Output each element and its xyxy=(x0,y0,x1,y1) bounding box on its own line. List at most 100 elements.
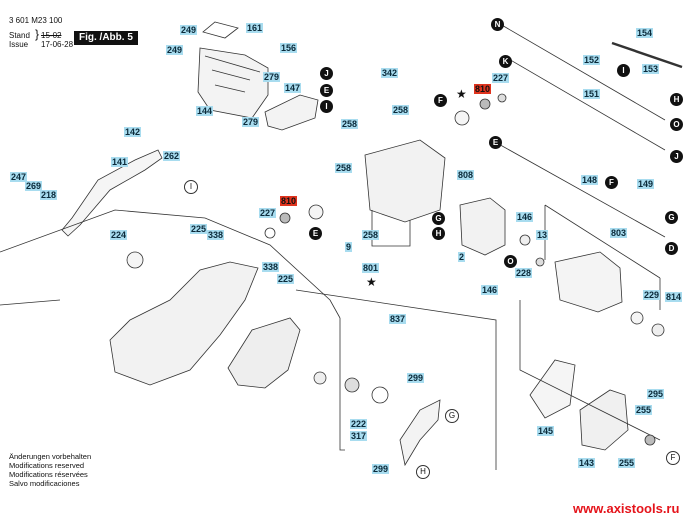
part-label-247[interactable]: 247 xyxy=(10,172,28,182)
part-label-222[interactable]: 222 xyxy=(350,419,368,429)
brace: } xyxy=(35,27,40,41)
ref-marker-i: I xyxy=(617,64,630,77)
part-label-258[interactable]: 258 xyxy=(392,105,410,115)
ref-marker-e: E xyxy=(309,227,322,240)
ref-marker-e: E xyxy=(320,84,333,97)
issue-label: Issue xyxy=(9,40,29,49)
bracket-part xyxy=(399,399,441,467)
part-label-147[interactable]: 147 xyxy=(284,83,302,93)
ref-marker-g: G xyxy=(445,409,459,423)
stator-part xyxy=(459,197,506,256)
blade-guard-part xyxy=(109,261,259,386)
part-label-151[interactable]: 151 xyxy=(583,89,601,99)
armature-part xyxy=(554,251,623,313)
part-label-249[interactable]: 249 xyxy=(166,45,184,55)
ref-marker-f: F xyxy=(434,94,447,107)
gear-housing-part xyxy=(364,139,446,223)
part-label-258[interactable]: 258 xyxy=(341,119,359,129)
part-label-338[interactable]: 338 xyxy=(262,262,280,272)
part-label-144[interactable]: 144 xyxy=(196,106,214,116)
ref-marker-i: I xyxy=(320,100,333,113)
part-label-810[interactable]: 810 xyxy=(280,196,298,206)
part-label-148[interactable]: 148 xyxy=(581,175,599,185)
note-fr: Modifications réservées xyxy=(9,470,88,479)
part-label-227[interactable]: 227 xyxy=(492,73,510,83)
modification-notes: Änderungen vorbehalten Modifications res… xyxy=(9,452,91,488)
part-label-299[interactable]: 299 xyxy=(407,373,425,383)
part-label-279[interactable]: 279 xyxy=(263,72,281,82)
ref-marker-j: J xyxy=(670,150,683,163)
note-de: Änderungen vorbehalten xyxy=(9,452,92,461)
part-label-145[interactable]: 145 xyxy=(537,426,555,436)
ref-marker-e: E xyxy=(489,136,502,149)
handle-arm-part xyxy=(61,149,163,237)
part-label-262[interactable]: 262 xyxy=(163,151,181,161)
stand-label: Stand xyxy=(9,31,30,40)
part-label-156[interactable]: 156 xyxy=(280,43,298,53)
part-label-229[interactable]: 229 xyxy=(643,290,661,300)
part-label-258[interactable]: 258 xyxy=(362,230,380,240)
part-label-810[interactable]: 810 xyxy=(474,84,492,94)
part-label-803[interactable]: 803 xyxy=(610,228,628,238)
part-label-299[interactable]: 299 xyxy=(372,464,390,474)
ref-marker-h: H xyxy=(432,227,445,240)
motor-housing-part xyxy=(197,47,269,119)
part-label-146[interactable]: 146 xyxy=(516,212,534,222)
ref-marker-d: D xyxy=(665,242,678,255)
part-label-269[interactable]: 269 xyxy=(25,181,43,191)
ref-marker-k: K xyxy=(499,55,512,68)
part-label-2[interactable]: 2 xyxy=(458,252,466,262)
lower-guard-part xyxy=(227,317,301,389)
part-label-249[interactable]: 249 xyxy=(180,25,198,35)
ref-marker-f: F xyxy=(605,176,618,189)
part-label-801[interactable]: 801 xyxy=(362,263,380,273)
ref-marker-i: I xyxy=(184,180,198,194)
part-label-258[interactable]: 258 xyxy=(335,163,353,173)
part-label-143[interactable]: 143 xyxy=(578,458,596,468)
ref-marker-o: O xyxy=(504,255,517,268)
part-label-255[interactable]: 255 xyxy=(635,405,653,415)
issue-date: 17-06-28 xyxy=(41,40,74,49)
part-label-224[interactable]: 224 xyxy=(110,230,128,240)
part-label-161[interactable]: 161 xyxy=(246,23,264,33)
part-label-338[interactable]: 338 xyxy=(207,230,225,240)
part-label-225[interactable]: 225 xyxy=(277,274,295,284)
ref-marker-o: O xyxy=(670,118,683,131)
ref-marker-f: F xyxy=(666,451,680,465)
ref-marker-h: H xyxy=(416,465,430,479)
ref-marker-n: N xyxy=(491,18,504,31)
part-label-153[interactable]: 153 xyxy=(642,64,660,74)
ref-marker-g: G xyxy=(665,211,678,224)
part-label-342[interactable]: 342 xyxy=(381,68,399,78)
part-label-317[interactable]: 317 xyxy=(350,431,368,441)
part-label-225[interactable]: 225 xyxy=(190,224,208,234)
part-label-146[interactable]: 146 xyxy=(481,285,499,295)
rod-154 xyxy=(611,41,683,69)
part-label-279[interactable]: 279 xyxy=(242,117,260,127)
part-number: 3 601 M23 100 xyxy=(9,16,63,25)
part-label-149[interactable]: 149 xyxy=(637,179,655,189)
part-label-13[interactable]: 13 xyxy=(536,230,549,240)
part-label-154[interactable]: 154 xyxy=(636,28,654,38)
part-label-837[interactable]: 837 xyxy=(389,314,407,324)
part-label-295[interactable]: 295 xyxy=(647,389,665,399)
part-label-218[interactable]: 218 xyxy=(40,190,58,200)
part-label-9[interactable]: 9 xyxy=(345,242,353,252)
part-label-228[interactable]: 228 xyxy=(515,268,533,278)
part-label-808[interactable]: 808 xyxy=(457,170,475,180)
ref-marker-h: H xyxy=(670,93,683,106)
star-icon: ★ xyxy=(456,87,467,101)
figure-label: Fig. /Abb. 5 xyxy=(74,31,138,45)
part-label-141[interactable]: 141 xyxy=(111,157,129,167)
note-es: Salvo modificaciones xyxy=(9,479,80,488)
part-label-142[interactable]: 142 xyxy=(124,127,142,137)
switch-part xyxy=(264,94,319,131)
part-label-227[interactable]: 227 xyxy=(259,208,277,218)
part-label-255[interactable]: 255 xyxy=(618,458,636,468)
star-icon: ★ xyxy=(366,275,377,289)
website-link[interactable]: www.axistools.ru xyxy=(573,501,680,516)
fan-baffle-part xyxy=(529,359,576,419)
part-label-814[interactable]: 814 xyxy=(665,292,683,302)
part-label-152[interactable]: 152 xyxy=(583,55,601,65)
